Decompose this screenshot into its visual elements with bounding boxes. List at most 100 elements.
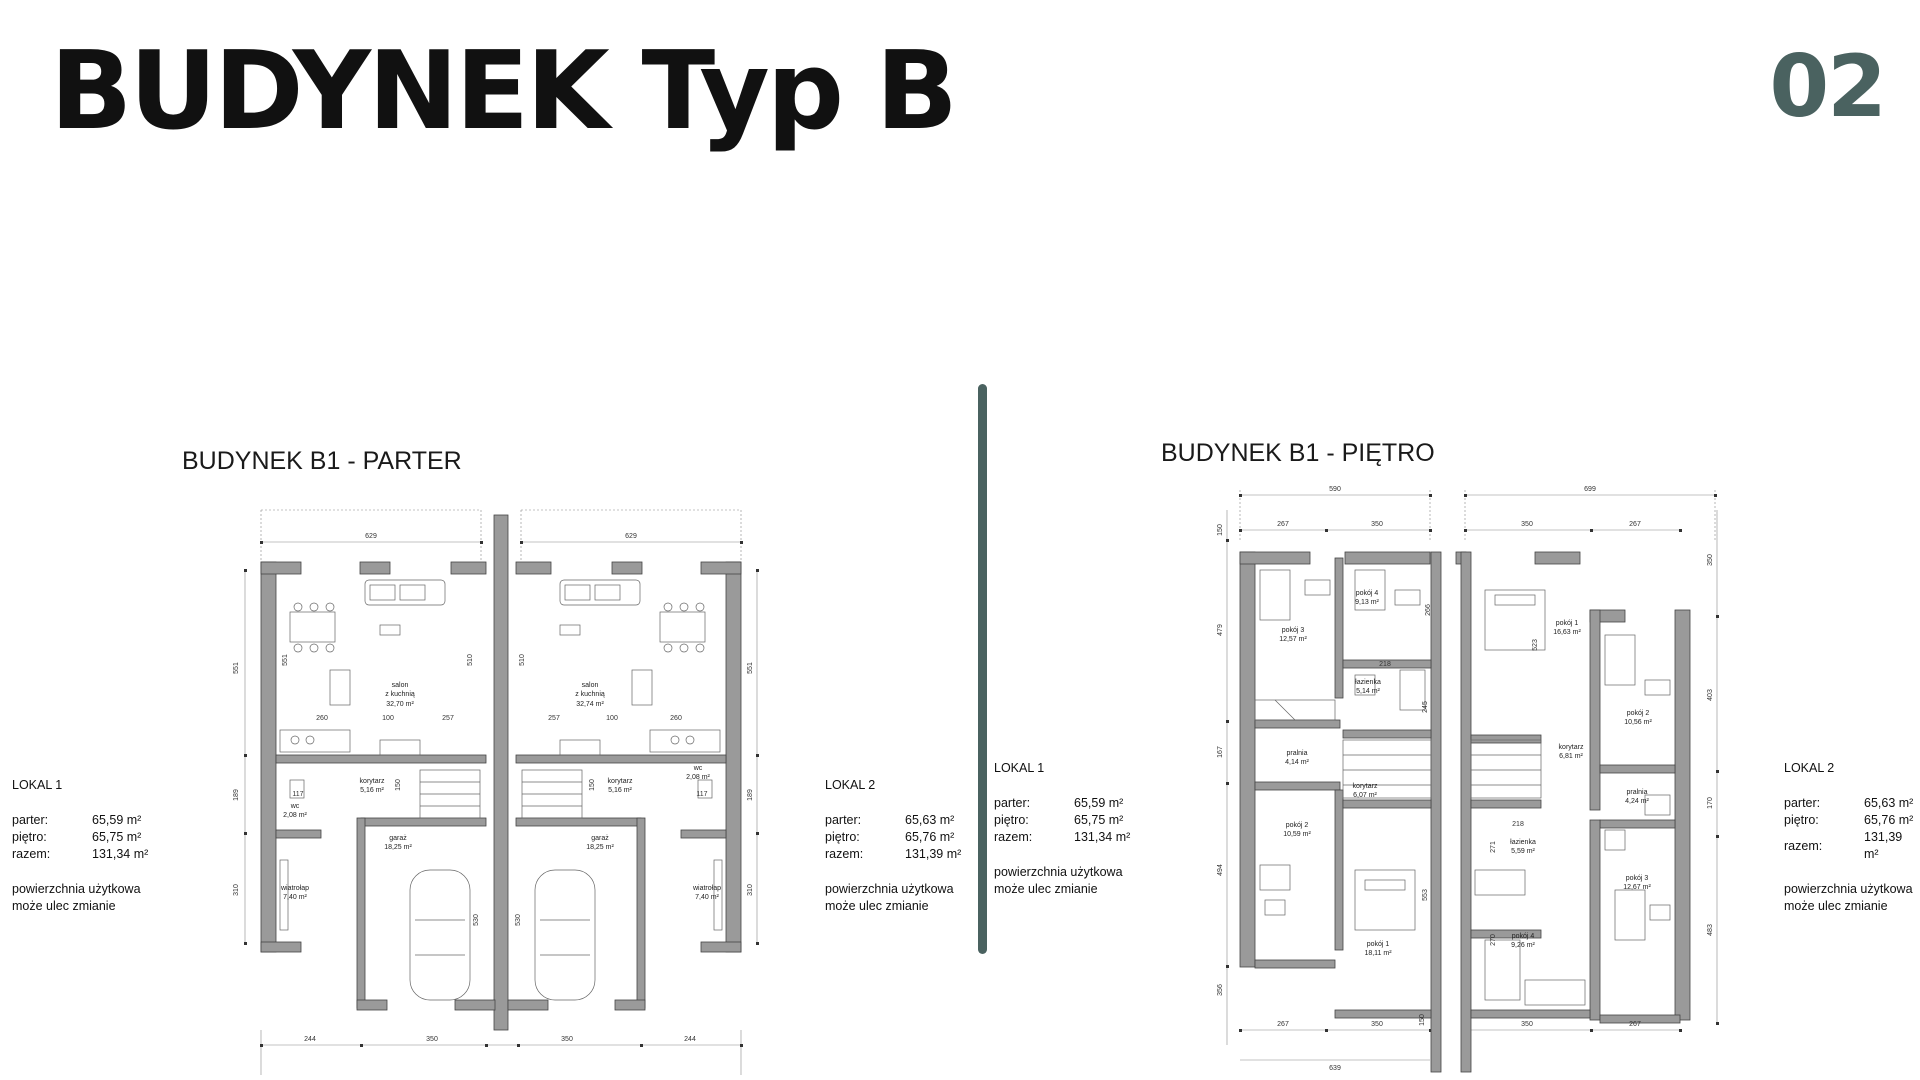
note-line: powierzchnia użytkowa [12, 882, 141, 896]
area-value: 131,34 m² [92, 847, 149, 861]
dim-label: 150 [589, 779, 596, 791]
dim-label: 189 [233, 789, 240, 801]
area-value: 131,39 m² [1864, 830, 1903, 861]
room-area: 5,16 m² [608, 787, 632, 794]
dim-label: 100 [606, 715, 618, 722]
room-area: 18,11 m² [1364, 950, 1392, 957]
dim-label: 310 [747, 884, 754, 896]
dim-label: 350 [1371, 521, 1383, 528]
room-label: pokój 1 [1367, 941, 1390, 948]
dim-label: 510 [467, 654, 474, 666]
room-label: korytarz [1353, 783, 1378, 790]
note-line: powierzchnia użytkowa [1784, 882, 1913, 896]
section-divider [978, 384, 987, 954]
dim-label: 403 [1707, 689, 1714, 701]
dim-label: 271 [1490, 841, 1497, 853]
area-value: 131,39 m² [905, 847, 962, 861]
room-label: salon [392, 682, 409, 689]
dim-label: 244 [304, 1036, 316, 1043]
room-area: 18,25 m² [586, 844, 614, 851]
dimension-lines [1226, 490, 1718, 1061]
room-area: 32,74 m² [576, 701, 604, 708]
furniture [279, 579, 723, 1001]
area-value: 65,76 m² [905, 830, 955, 844]
lokal-area-table: parter:65,63 m² piętro:65,76 m² razem:13… [825, 812, 961, 863]
room-area: 4,24 m² [1625, 798, 1649, 805]
room-area: 12,57 m² [1279, 636, 1307, 643]
dim-label: 257 [548, 715, 560, 722]
dim-label: 356 [1217, 984, 1224, 996]
area-value: 65,75 m² [1074, 813, 1124, 827]
note-line: może ulec zmianie [825, 899, 929, 913]
walls [260, 514, 742, 1031]
room-area: 18,25 m² [384, 844, 412, 851]
dim-label: 479 [1217, 624, 1224, 636]
dim-label: 267 [1277, 521, 1289, 528]
dim-label: 267 [1629, 1021, 1641, 1028]
room-label: wc [693, 765, 703, 772]
dim-label: 551 [233, 662, 240, 674]
dim-label: 245 [1422, 701, 1429, 713]
dim-label: 350 [426, 1036, 438, 1043]
lokal-area-table: parter:65,63 m² piętro:65,76 m² razem:13… [1784, 795, 1920, 863]
dim-label: 483 [1707, 924, 1714, 936]
room-area: 5,59 m² [1511, 848, 1535, 855]
area-key: piętro: [1784, 813, 1819, 827]
room-area: 5,14 m² [1356, 688, 1380, 695]
area-key: piętro: [12, 830, 47, 844]
dim-label: 629 [365, 533, 377, 540]
room-label: wiatrołap [692, 885, 721, 892]
room-area: 6,07 m² [1353, 792, 1377, 799]
dim-label: 551 [282, 654, 289, 666]
room-area: 6,81 m² [1559, 753, 1583, 760]
lokal-info-parter-1: LOKAL 1 parter:65,59 m² piętro:65,75 m² … [12, 777, 148, 915]
area-key: razem: [994, 830, 1033, 844]
room-label: salon [582, 682, 599, 689]
dim-label: 218 [1512, 821, 1524, 828]
lokal-area-table: parter:65,59 m² piętro:65,75 m² razem:13… [994, 795, 1130, 846]
dim-label: 530 [473, 914, 480, 926]
dim-label: 699 [1584, 486, 1596, 493]
dim-label: 257 [442, 715, 454, 722]
area-value: 131,34 m² [1074, 830, 1131, 844]
lokal-label: LOKAL 1 [994, 761, 1045, 775]
area-key: parter: [825, 813, 862, 827]
room-labels: pokój 3 12,57 m² pokój 4 9,13 m² łazienk… [1279, 590, 1652, 957]
dim-label: 260 [316, 715, 328, 722]
dim-label: 350 [1707, 554, 1714, 566]
area-key: razem: [12, 847, 51, 861]
room-area: 32,70 m² [386, 701, 414, 708]
room-label: z kuchnią [385, 691, 415, 698]
parter-title: BUDYNEK B1 - PARTER [182, 447, 462, 475]
room-label: korytarz [608, 778, 633, 785]
room-area: 9,13 m² [1355, 599, 1379, 606]
dim-label: 510 [519, 654, 526, 666]
dim-label: 189 [747, 789, 754, 801]
lokal-area-table: parter:65,59 m² piętro:65,75 m² razem:13… [12, 812, 148, 863]
room-label: korytarz [1559, 744, 1584, 751]
room-labels-right: salon z kuchnią 32,74 m² korytarz 5,16 m… [575, 682, 721, 901]
dim-label: 270 [1490, 934, 1497, 946]
area-key: razem: [825, 847, 864, 861]
room-label: pokój 2 [1627, 710, 1650, 717]
area-key: parter: [12, 813, 49, 827]
dim-label: 523 [1532, 639, 1539, 651]
room-label: pokój 3 [1626, 875, 1649, 882]
lokal-info-pietro-1: LOKAL 1 parter:65,59 m² piętro:65,75 m² … [994, 760, 1130, 898]
room-area: 7,40 m² [695, 894, 719, 901]
dim-label: 629 [625, 533, 637, 540]
dim-label: 350 [561, 1036, 573, 1043]
dim-label: 218 [1379, 661, 1391, 668]
area-value: 65,59 m² [1074, 796, 1124, 810]
area-key: parter: [1784, 796, 1821, 810]
area-value: 65,63 m² [905, 813, 955, 827]
dim-label: 267 [1629, 521, 1641, 528]
dim-label: 266 [1425, 604, 1432, 616]
area-key: parter: [994, 796, 1031, 810]
note-line: może ulec zmianie [1784, 899, 1888, 913]
dim-label: 100 [382, 715, 394, 722]
dim-label: 150 [395, 779, 402, 791]
dim-label: 350 [1521, 1021, 1533, 1028]
room-label: pralnia [1626, 789, 1647, 796]
lokal-label: LOKAL 2 [825, 778, 876, 792]
